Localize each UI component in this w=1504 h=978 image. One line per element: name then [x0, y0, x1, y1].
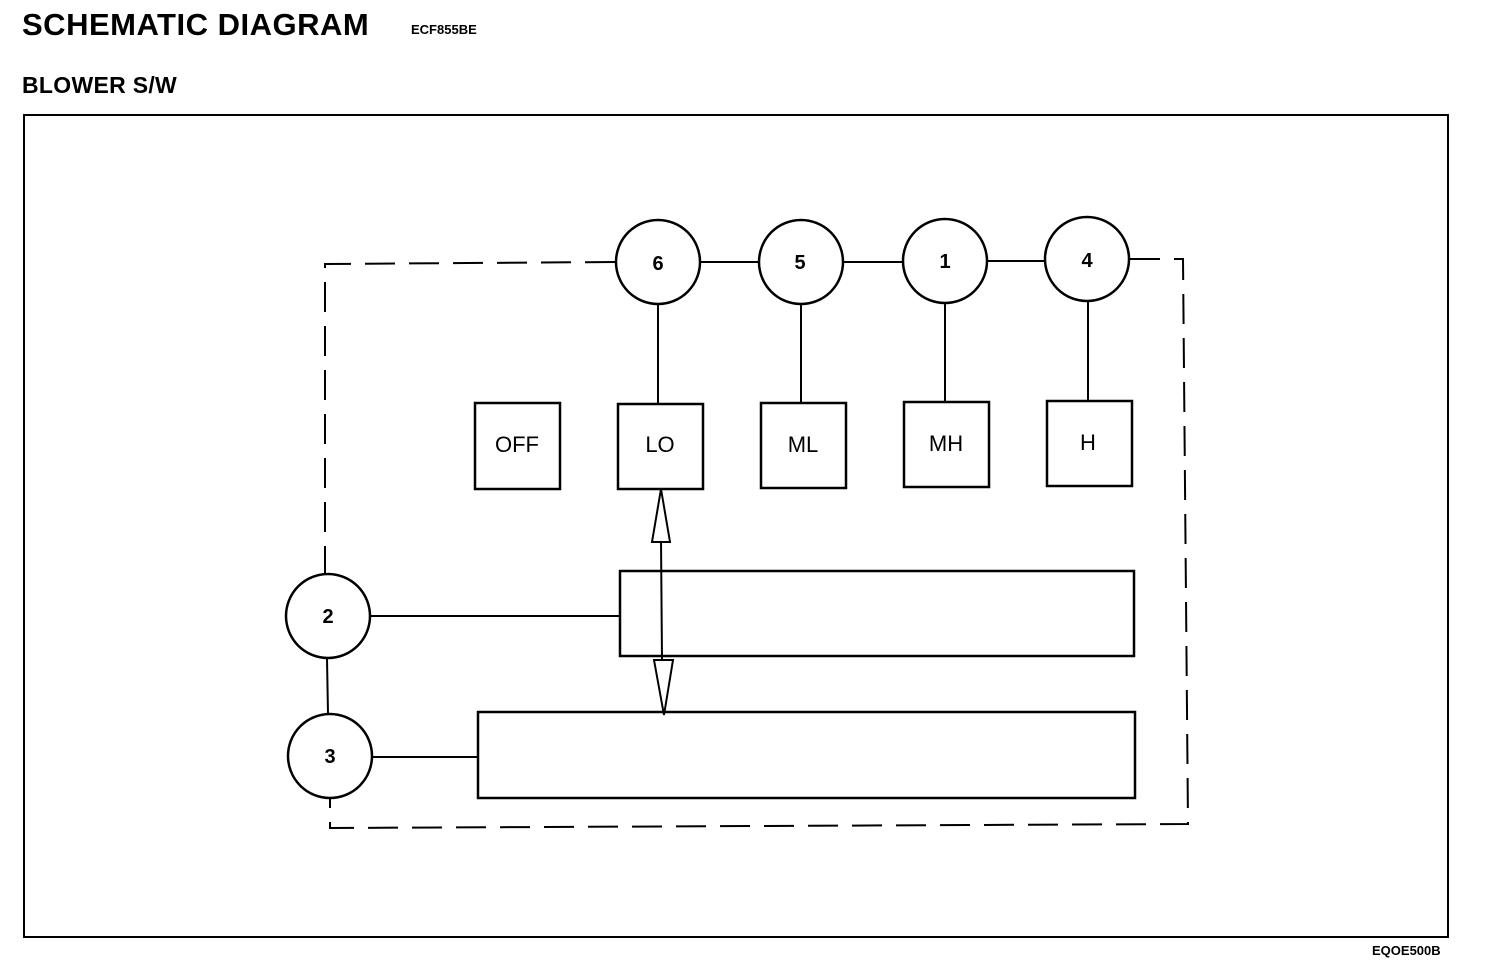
wiper-up-arrow — [650, 488, 672, 543]
wiper-shaft — [660, 539, 663, 661]
page-title: SCHEMATIC DIAGRAM — [22, 7, 370, 42]
position-label-lo: LO — [645, 432, 674, 457]
document-code: ECF855BE — [411, 22, 477, 37]
diagram-frame — [23, 114, 1449, 938]
terminal-2-label: 2 — [322, 606, 333, 628]
position-box-lo — [616, 402, 705, 491]
terminal-3 — [286, 712, 374, 800]
section-title: BLOWER S/W — [22, 72, 178, 98]
lower-contact-bar — [476, 710, 1137, 800]
terminal-4 — [1043, 215, 1131, 303]
position-box-ml — [759, 401, 848, 490]
wiper-down-arrow — [652, 659, 675, 716]
terminal-6 — [614, 218, 702, 306]
position-box-mh — [902, 400, 991, 489]
terminal-5 — [757, 218, 845, 306]
position-label-mh: MH — [929, 431, 963, 456]
position-label-ml: ML — [788, 432, 819, 457]
terminal-4-label: 4 — [1081, 250, 1093, 272]
dashed-link-6-to-2 — [324, 261, 616, 573]
dashed-link-4-to-3 — [329, 258, 1190, 830]
position-box-h — [1045, 399, 1134, 488]
wire-2-to-3 — [326, 658, 329, 715]
terminal-5-label: 5 — [794, 252, 805, 274]
figure-code: EQOE500B — [1372, 943, 1441, 958]
position-box-off — [473, 401, 562, 491]
terminal-3-label: 3 — [324, 746, 335, 768]
terminal-1 — [901, 217, 989, 305]
upper-contact-bar — [618, 569, 1136, 658]
position-label-off: OFF — [495, 432, 539, 457]
terminal-6-label: 6 — [652, 253, 663, 275]
position-label-h: H — [1080, 430, 1096, 455]
terminal-2 — [284, 572, 372, 660]
terminal-1-label: 1 — [939, 251, 950, 273]
